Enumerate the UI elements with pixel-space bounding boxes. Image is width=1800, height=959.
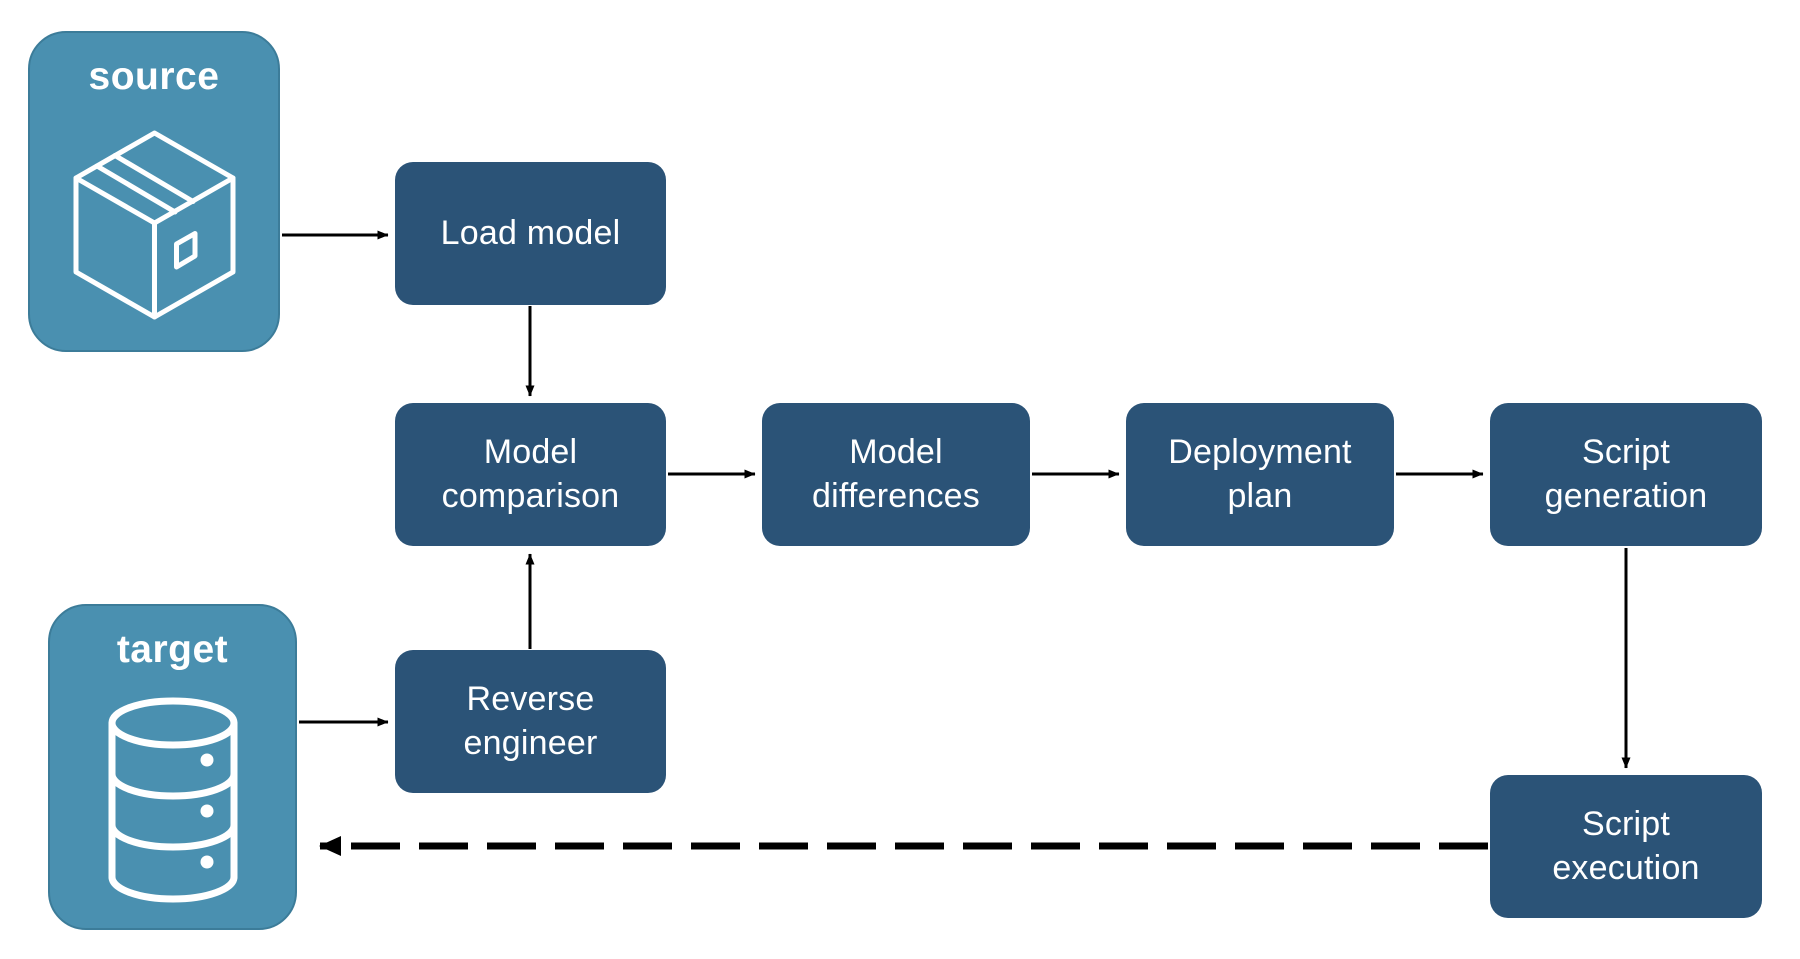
process-reverse-engineer[interactable]: Reverse engineer — [395, 650, 666, 793]
process-model-comparison-label: Model comparison — [441, 432, 620, 515]
endpoint-source[interactable]: source — [28, 31, 280, 352]
process-model-differences[interactable]: Model differences — [762, 403, 1030, 546]
process-deployment-plan[interactable]: Deployment plan — [1126, 403, 1394, 546]
process-load-model-label: Load model — [440, 213, 621, 252]
process-script-generation[interactable]: Script generation — [1490, 403, 1762, 546]
process-model-comparison[interactable]: Model comparison — [395, 403, 666, 546]
process-script-execution[interactable]: Script execution — [1490, 775, 1762, 918]
process-load-model[interactable]: Load model — [395, 162, 666, 305]
endpoint-target[interactable]: target — [48, 604, 297, 930]
process-model-differences-label: Model differences — [812, 432, 980, 515]
endpoint-source-label: source — [88, 55, 220, 98]
database-cylinder-icon — [50, 672, 295, 928]
process-script-generation-label: Script generation — [1544, 432, 1708, 515]
package-box-icon — [30, 99, 278, 350]
endpoint-target-label: target — [116, 628, 229, 671]
process-script-execution-label: Script execution — [1552, 804, 1700, 887]
process-deployment-plan-label: Deployment plan — [1168, 432, 1352, 515]
process-reverse-engineer-label: Reverse engineer — [463, 679, 598, 762]
